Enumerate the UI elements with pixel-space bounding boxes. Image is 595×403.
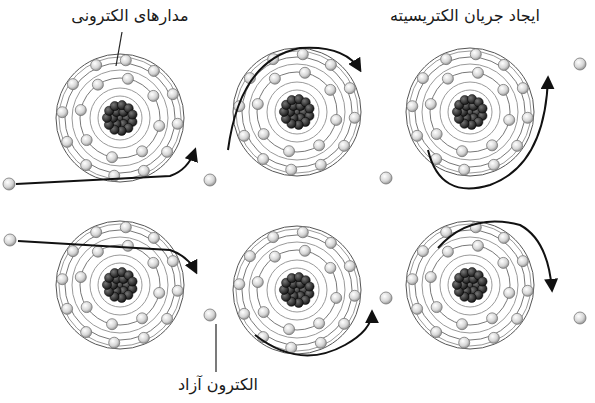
leader-lines <box>116 32 216 372</box>
current-arrows <box>16 48 552 356</box>
free-electrons <box>3 58 586 324</box>
free-electron-label: الکترون آزاد <box>176 375 260 394</box>
current-label: ایجاد جریان الکتریسیته <box>388 6 542 25</box>
atoms <box>56 48 534 354</box>
orbit-label: مدارهای الکترونی <box>69 6 190 25</box>
